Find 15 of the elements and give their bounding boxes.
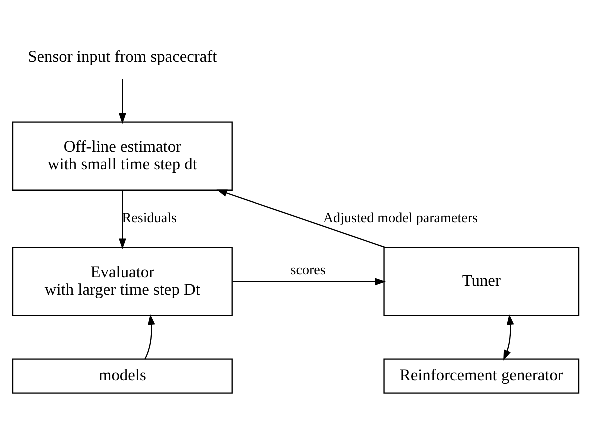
- edge-label: Adjusted model parameters: [323, 210, 478, 227]
- arrow: [504, 314, 514, 361]
- node-box: Reinforcement generator: [384, 358, 580, 394]
- node-text: Sensor input from spacecraft: [28, 47, 218, 66]
- edge-label: scores: [290, 262, 326, 278]
- node-box: Off-line estimator with small time step dt: [12, 122, 233, 191]
- node-box: Tuner: [384, 247, 580, 316]
- arrow: [216, 190, 386, 248]
- arrow: [144, 314, 156, 360]
- arrow: [232, 278, 386, 286]
- node-box: models: [12, 358, 233, 394]
- edge-label: Residuals: [122, 210, 177, 227]
- node-box: Evaluator with larger time step Dt: [12, 247, 233, 316]
- arrow: [118, 190, 126, 250]
- arrow: [118, 79, 126, 124]
